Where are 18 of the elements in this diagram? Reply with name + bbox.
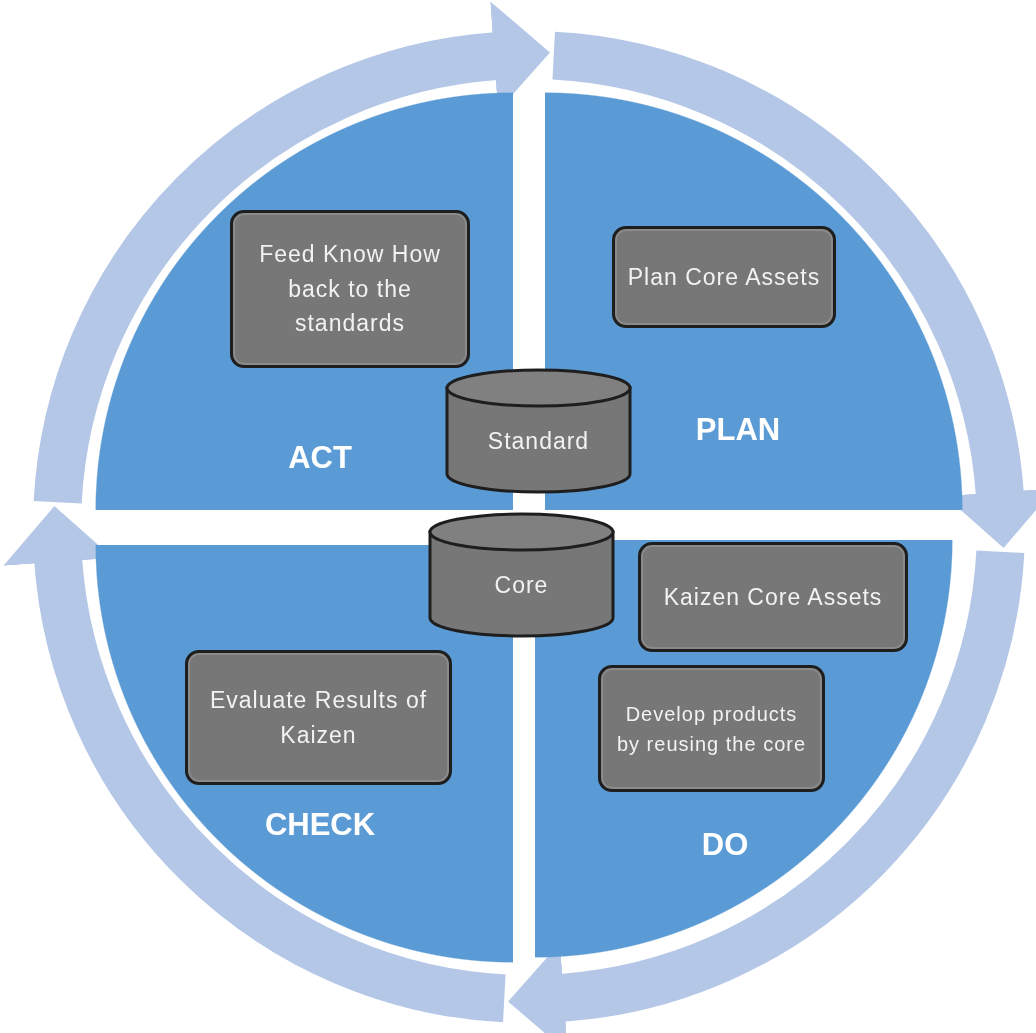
box-text: Feed Know How back to the standards	[258, 240, 442, 339]
box-text: Plan Core Assets	[627, 262, 821, 292]
phase-label: CHECK	[264, 807, 376, 843]
phase-label: ACT	[288, 440, 352, 476]
process-box	[185, 650, 452, 785]
process-box	[612, 226, 836, 328]
cylinder-label: Core	[493, 571, 550, 599]
box-text: Kaizen Core Assets	[663, 582, 883, 612]
box-text: Evaluate Results of Kaizen	[208, 686, 429, 750]
box-text: Develop products by reusing the core	[615, 701, 808, 757]
database-cylinder	[445, 368, 632, 494]
phase-label: PLAN	[695, 412, 781, 448]
process-box	[598, 665, 825, 792]
database-cylinder	[428, 512, 615, 638]
cylinder-label: Standard	[486, 427, 591, 455]
process-box	[230, 210, 470, 368]
phase-label: DO	[701, 827, 749, 863]
process-box	[638, 542, 908, 652]
